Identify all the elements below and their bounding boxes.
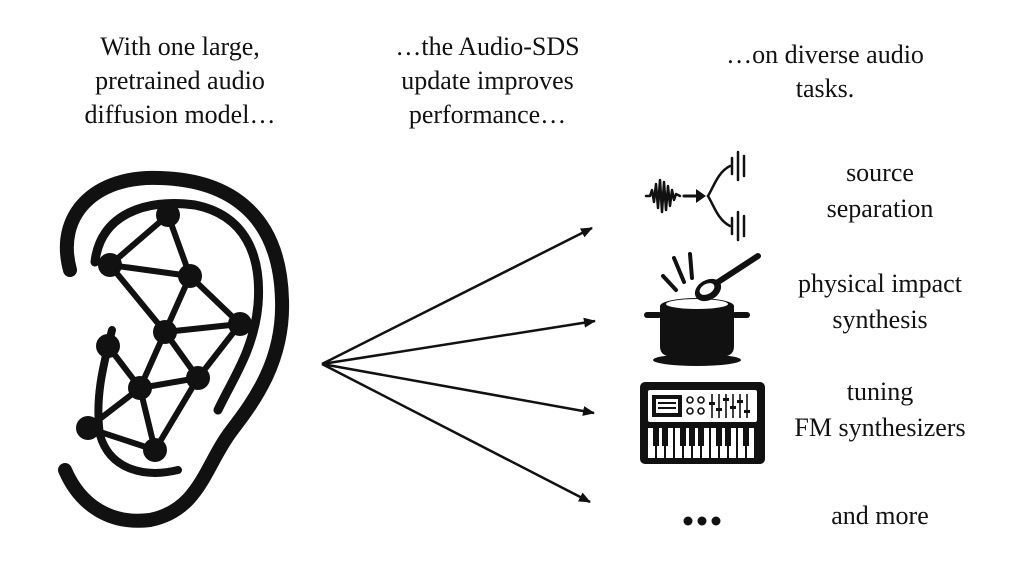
task-line: synthesis xyxy=(832,305,928,334)
caption-line: update improves xyxy=(401,66,574,95)
pot-spoon-icon xyxy=(644,252,761,366)
caption-line: …the Audio-SDS xyxy=(395,32,580,61)
caption-line: pretrained audio xyxy=(95,66,265,95)
task-line: separation xyxy=(826,194,934,223)
caption-line: …on diverse audio xyxy=(726,40,924,69)
caption-line: performance… xyxy=(408,100,567,129)
task-label-source-separation: source separation xyxy=(760,155,1000,227)
caption-tasks: …on diverse audio tasks. xyxy=(680,38,970,106)
task-line: FM synthesizers xyxy=(794,413,966,442)
waveform-split-icon xyxy=(644,150,746,242)
caption-line: diffusion model… xyxy=(84,100,276,129)
task-line: physical impact xyxy=(798,269,962,298)
task-label-impact-synthesis: physical impact synthesis xyxy=(760,266,1000,338)
task-label-fm-synth: tuning FM synthesizers xyxy=(760,374,1000,446)
ear-network-icon xyxy=(58,170,290,528)
caption-line: With one large, xyxy=(100,32,260,61)
caption-model: With one large, pretrained audio diffusi… xyxy=(30,30,330,132)
arrow-to-impact xyxy=(321,317,596,366)
update-arrows xyxy=(321,226,596,504)
ellipsis-icon xyxy=(683,516,721,526)
caption-line: tasks. xyxy=(795,74,855,103)
ear-inner-fold xyxy=(90,198,264,415)
arrow-to-fm xyxy=(321,362,595,416)
caption-update: …the Audio-SDS update improves performan… xyxy=(335,30,640,132)
arrow-to-more xyxy=(321,362,591,504)
ear-outer-rim xyxy=(58,170,290,528)
task-line: tuning xyxy=(846,377,914,406)
task-label-more: and more xyxy=(760,498,1000,534)
task-line: source xyxy=(846,158,914,187)
synthesizer-icon xyxy=(640,382,765,464)
arrow-to-separation xyxy=(321,226,593,366)
network-nodes xyxy=(76,203,252,462)
task-line: and more xyxy=(831,501,929,530)
